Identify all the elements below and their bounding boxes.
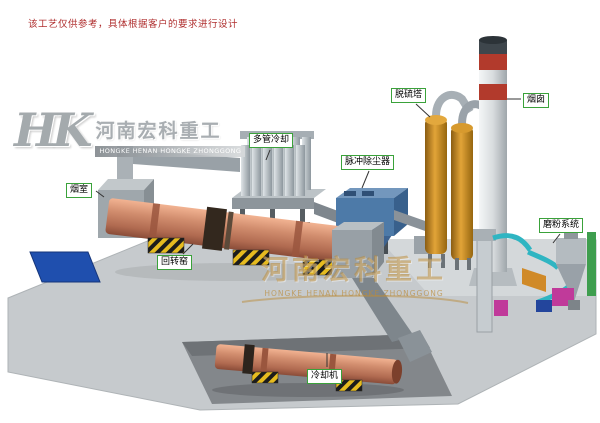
company-logo: HK 河南宏科重工 HONGKE HENAN HONGKE ZHONGGONG — [14, 103, 246, 158]
watermark-underline — [241, 294, 469, 304]
label-chimney: 烟囱 — [523, 93, 550, 108]
disclaimer-note: 该工艺仅供参考，具体根据客户的要求进行设计 — [28, 19, 239, 30]
label-leader-lines — [95, 98, 561, 367]
grinding-system-graphic — [492, 229, 596, 316]
kiln-hood-graphic — [332, 222, 414, 342]
label-multi-tube-cooler: 多管冷却 — [249, 133, 294, 148]
logo-text-block: 河南宏科重工 HONGKE HENAN HONGKE ZHONGGONG — [95, 110, 246, 158]
rotary-kiln-graphic — [105, 198, 350, 263]
logo-company-name-en: HONGKE HENAN HONGKE ZHONGGONG — [95, 146, 246, 158]
water-pond — [29, 251, 101, 283]
label-cooling-machine: 冷却机 — [307, 369, 343, 384]
label-desulfurization-tower: 脱硫塔 — [391, 88, 427, 103]
bucket-elevator-graphic — [473, 229, 496, 333]
label-pulse-dust-collector: 脉冲除尘器 — [341, 155, 395, 170]
logo-monogram: HK — [14, 103, 92, 157]
label-smoke-chamber: 烟室 — [66, 183, 93, 198]
label-grinding-system: 磨粉系统 — [539, 218, 584, 233]
label-rotary-kiln: 回转窑 — [157, 255, 193, 270]
logo-company-name-cn: 河南宏科重工 — [95, 120, 222, 142]
cooling-machine-graphic — [212, 330, 432, 397]
